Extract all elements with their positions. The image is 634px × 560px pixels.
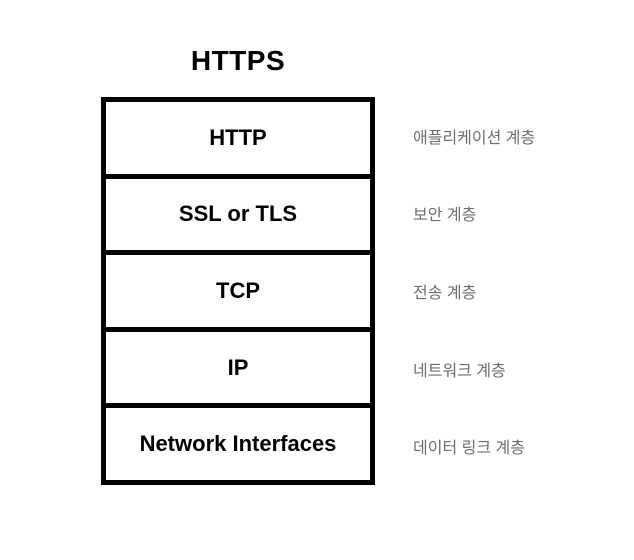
stack-layer-label: SSL or TLS: [178, 201, 298, 227]
stack-layer-label: Network Interfaces: [139, 431, 337, 457]
layer-label-security: 보안 계층: [413, 207, 477, 225]
stack-layer-network-interfaces: Network Interfaces: [106, 403, 370, 480]
stack-layer-label: IP: [227, 354, 249, 380]
protocol-stack: HTTP SSL or TLS TCP IP Network Interface…: [101, 97, 375, 485]
stack-layer-tcp: TCP: [106, 250, 370, 327]
layer-label-transport: 전송 계층: [413, 284, 477, 302]
layer-label-application: 애플리케이션 계층: [413, 129, 536, 147]
layer-label-data-link: 데이터 링크 계층: [413, 440, 525, 458]
stack-layer-http: HTTP: [106, 102, 370, 174]
stack-layer-ssl-tls: SSL or TLS: [106, 173, 370, 251]
stack-layer-ip: IP: [106, 326, 370, 404]
stack-layer-label: HTTP: [209, 124, 267, 150]
diagram-title: HTTPS: [190, 45, 286, 76]
stack-layer-label: TCP: [216, 277, 260, 303]
osi-layer-labels: 애플리케이션 계층 보안 계층 전송 계층 네트워크 계층 데이터 링크 계층: [413, 97, 623, 485]
layer-label-network: 네트워크 계층: [413, 362, 506, 380]
